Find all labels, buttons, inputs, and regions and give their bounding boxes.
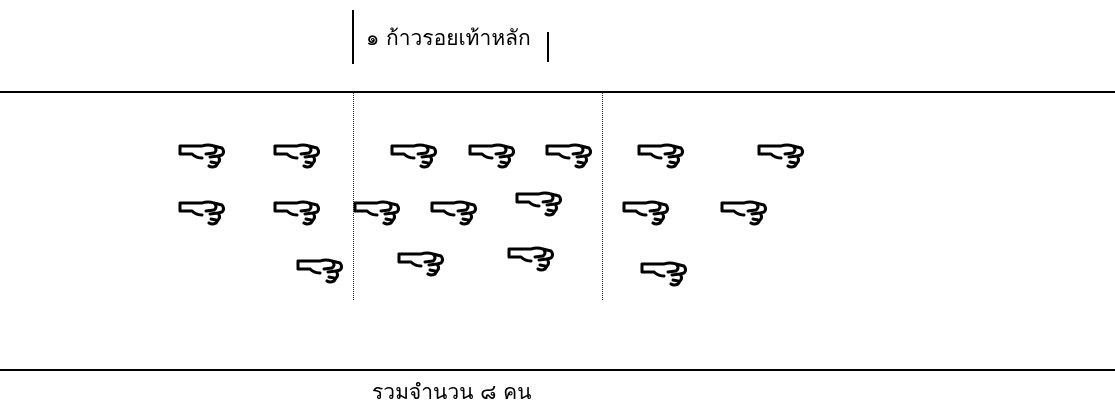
pointing-hand-icon bbox=[757, 143, 804, 169]
pointing-hand-icon bbox=[545, 143, 592, 169]
pointing-hand-icon bbox=[515, 191, 562, 217]
pointing-hand-icon bbox=[397, 251, 444, 277]
pointing-hand-icon bbox=[296, 258, 343, 284]
right-dotted-guide bbox=[602, 92, 603, 300]
pointing-hand-icon bbox=[637, 143, 684, 169]
header-left-bracket bbox=[352, 10, 354, 64]
pointing-hand-icon bbox=[507, 246, 554, 272]
pointing-hand-icon bbox=[720, 200, 767, 226]
pointing-hand-icon bbox=[640, 261, 687, 287]
header-right-bracket bbox=[546, 32, 549, 62]
pointing-hand-icon bbox=[390, 143, 437, 169]
pointing-hand-icon bbox=[178, 143, 225, 169]
pointing-hand-icon bbox=[273, 200, 320, 226]
bottom-divider-line bbox=[0, 369, 1115, 371]
footer-label: รวมจำนวน ๘ คน bbox=[372, 380, 532, 404]
pointing-hand-icon bbox=[430, 200, 477, 226]
pointing-hand-icon bbox=[622, 200, 669, 226]
header-label: ๑ ก้าวรอยเท้าหลัก bbox=[352, 10, 549, 64]
pointing-hand-icon bbox=[468, 143, 515, 169]
header-text: ๑ ก้าวรอยเท้าหลัก bbox=[366, 25, 531, 50]
pointing-hand-icon bbox=[353, 200, 400, 226]
pointing-hand-icon bbox=[273, 143, 320, 169]
top-divider-line bbox=[0, 91, 1115, 93]
left-dotted-guide bbox=[353, 92, 354, 300]
pointing-hand-icon bbox=[178, 200, 225, 226]
